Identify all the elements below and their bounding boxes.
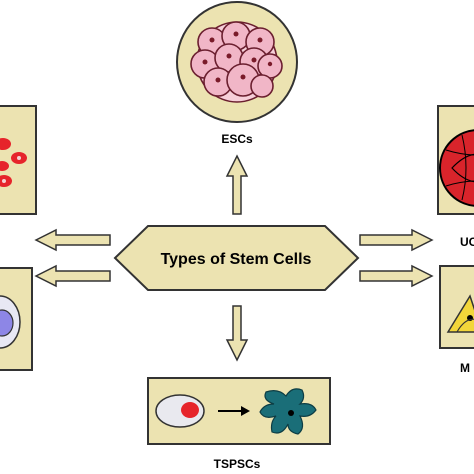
node-label-escs: ESCs xyxy=(221,132,253,146)
node-left-lower xyxy=(0,267,33,371)
node-label-m: M xyxy=(460,361,470,375)
embryo-cluster-icon xyxy=(190,21,283,103)
differentiated-cell xyxy=(259,388,317,435)
differentiation-icon xyxy=(155,388,317,435)
triangle-cell-icon xyxy=(446,294,474,333)
left-upper-frame xyxy=(0,105,37,215)
blue-cell-icon xyxy=(0,295,21,349)
node-uc: UC xyxy=(437,105,474,249)
arrow-right-lower xyxy=(359,264,434,288)
center-hexagon xyxy=(113,225,360,291)
arrow-left-lower xyxy=(34,264,111,288)
arrow-up xyxy=(225,154,249,215)
arrow-right-upper xyxy=(359,228,434,252)
node-label-tspscs: TSPSCs xyxy=(214,457,261,471)
center-label: Types of Stem Cells xyxy=(161,251,312,268)
node-left-upper xyxy=(0,105,37,215)
node-m: M xyxy=(439,265,474,375)
arrow-down xyxy=(225,305,249,362)
node-label-uc: UC xyxy=(460,235,474,249)
node-escs: ESCs xyxy=(176,1,298,146)
arrow-left-upper xyxy=(34,228,111,252)
node-tspscs: TSPSCs xyxy=(147,377,331,471)
red-globe-icon xyxy=(439,129,474,207)
